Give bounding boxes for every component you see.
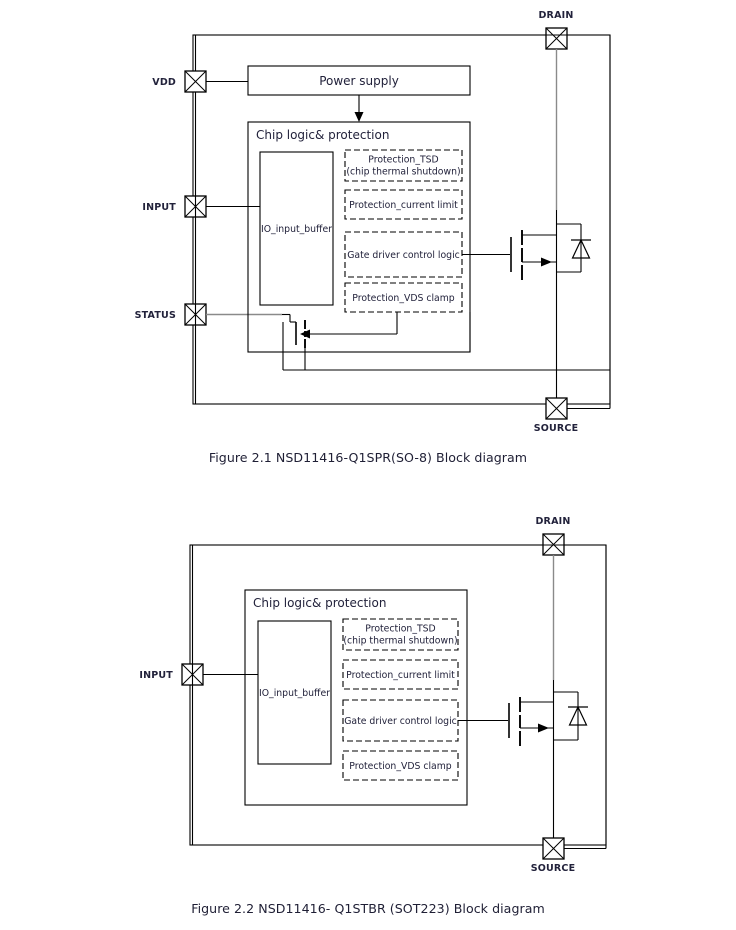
pin-label-drain-1: DRAIN (538, 10, 573, 21)
pin-source-1[interactable] (545, 397, 568, 420)
label-protection-tsd-line2-1: (chip thermal shutdown) (346, 167, 460, 178)
block-protection-current-limit-1 (344, 189, 463, 220)
device-power-mosfet-1 (510, 210, 591, 280)
label-gate-driver-1: Gate driver control logic (347, 250, 460, 261)
block-io-input-buffer-2 (257, 620, 332, 765)
block-protection-vds-clamp-1 (344, 282, 463, 313)
pin-label-source-1: SOURCE (534, 423, 579, 434)
label-protection-vds-clamp-1: Protection_VDS clamp (352, 293, 455, 304)
label-protection-current-limit-2: Protection_current limit (346, 670, 455, 681)
label-io-input-buffer-1: IO_input_buffer (261, 224, 332, 235)
pin-label-drain-2: DRAIN (535, 516, 570, 527)
label-protection-tsd-line1-2: Protection_TSD (365, 624, 435, 635)
label-power-supply-1: Power supply (319, 74, 399, 88)
pin-vdd-1[interactable] (184, 70, 207, 93)
pin-drain-1[interactable] (545, 27, 568, 50)
block-chip-logic-2 (244, 589, 468, 806)
label-protection-tsd-line1-1: Protection_TSD (368, 155, 438, 166)
device-status-mosfet-1 (290, 320, 397, 370)
figure-caption-1: Figure 2.1 NSD11416-Q1SPR(SO-8) Block di… (208, 450, 528, 465)
block-protection-tsd-2 (342, 618, 459, 651)
block-protection-current-limit-2 (342, 659, 459, 690)
label-io-input-buffer-2: IO_input_buffer (259, 688, 330, 699)
figure-caption-2: Figure 2.2 NSD11416- Q1STBR (SOT223) Blo… (191, 901, 545, 916)
label-chip-logic-1: Chip logic& protection (256, 128, 389, 142)
pin-source-2[interactable] (542, 837, 565, 860)
block-protection-tsd-1 (344, 149, 463, 182)
pin-label-input-1: INPUT (142, 202, 176, 213)
pin-label-source-2: SOURCE (531, 863, 576, 874)
package-outline-1 (192, 34, 611, 405)
device-power-mosfet-2 (508, 680, 588, 746)
arrow-psu-to-logic-1 (354, 112, 364, 122)
label-chip-logic-2: Chip logic& protection (253, 596, 386, 610)
block-io-input-buffer-1 (259, 151, 334, 306)
figure-2-2-group: DRAIN SOURCE INPUT Chip lo (139, 516, 607, 874)
label-gate-driver-2: Gate driver control logic (344, 716, 457, 727)
figure-2-1-group: DRAIN SOURCE VDD (135, 10, 611, 434)
block-protection-vds-clamp-2 (342, 750, 459, 781)
label-protection-tsd-line2-2: (chip thermal shutdown) (343, 636, 457, 647)
pin-label-status-1: STATUS (135, 310, 176, 321)
pin-label-vdd-1: VDD (152, 77, 176, 88)
pin-label-input-2: INPUT (139, 670, 173, 681)
label-protection-vds-clamp-2: Protection_VDS clamp (349, 761, 452, 772)
block-chip-logic-1 (247, 121, 471, 353)
label-protection-current-limit-1: Protection_current limit (349, 200, 458, 211)
